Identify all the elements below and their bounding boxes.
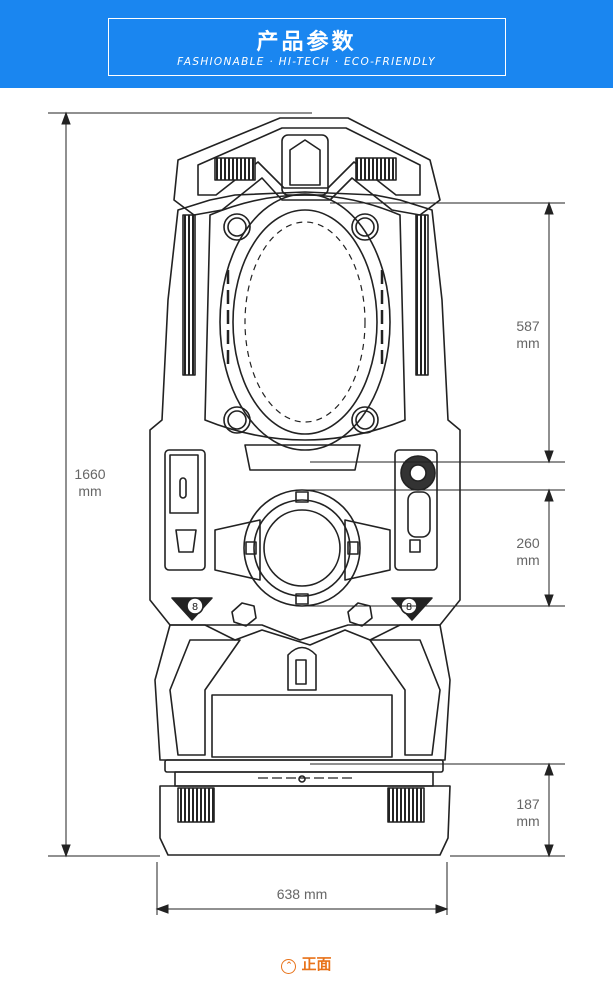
chevron-up-icon: ⌃ bbox=[281, 959, 297, 974]
header-frame bbox=[108, 18, 506, 76]
height-label: 1660 mm bbox=[68, 466, 112, 500]
page-subtitle: FASHIONABLE · HI-TECH · ECO-FRIENDLY bbox=[177, 56, 436, 68]
screen-frame bbox=[204, 194, 406, 441]
head-inner bbox=[197, 127, 421, 196]
machine-head bbox=[173, 117, 441, 216]
right-wing bbox=[344, 519, 391, 581]
middle-label: 260 mm bbox=[506, 535, 550, 569]
page-title: 产品参数 bbox=[256, 30, 357, 55]
upper-value: 587 bbox=[516, 318, 540, 334]
left-rail bbox=[182, 214, 196, 376]
machine-body bbox=[149, 191, 461, 641]
nozzle bbox=[287, 646, 317, 691]
center-wheel-outer bbox=[243, 489, 361, 607]
right-dryer-bay bbox=[394, 449, 438, 571]
view-caption: ⌃ 正面 bbox=[0, 953, 613, 974]
upper-unit: mm bbox=[516, 335, 540, 351]
screen-bolt bbox=[351, 406, 379, 434]
screen-display bbox=[232, 209, 378, 435]
base-label: 187 mm bbox=[506, 796, 550, 830]
front-panel bbox=[211, 694, 393, 758]
center-wheel-inner bbox=[263, 509, 341, 587]
left-foot bbox=[177, 787, 215, 823]
base-unit: mm bbox=[516, 813, 540, 829]
left-dispenser bbox=[164, 449, 206, 571]
hex-bolt-left bbox=[231, 602, 257, 627]
head-center-block bbox=[281, 134, 329, 196]
base-value: 187 bbox=[516, 796, 540, 812]
screen-bolt bbox=[351, 213, 379, 241]
upper-label: 587 mm bbox=[506, 318, 550, 352]
left-panel-label: 8 bbox=[192, 602, 198, 613]
left-vent bbox=[214, 157, 256, 181]
height-unit: mm bbox=[78, 483, 102, 499]
middle-value: 260 bbox=[516, 535, 540, 551]
base-block bbox=[159, 785, 451, 856]
left-wing bbox=[214, 519, 261, 581]
middle-unit: mm bbox=[516, 552, 540, 568]
right-panel-label: 8 bbox=[406, 602, 412, 613]
right-vent bbox=[355, 157, 397, 181]
base-rail bbox=[164, 759, 444, 773]
caption-text: 正面 bbox=[301, 955, 332, 973]
base-top bbox=[174, 771, 434, 787]
width-label: 638 mm bbox=[250, 886, 354, 903]
screen-bolt bbox=[223, 406, 251, 434]
height-value: 1660 bbox=[74, 466, 106, 482]
hex-bolt-right bbox=[347, 602, 373, 627]
right-foot bbox=[387, 787, 425, 823]
screen-outer-ring bbox=[219, 193, 391, 451]
header-banner bbox=[0, 0, 613, 88]
screen-bolt bbox=[223, 213, 251, 241]
chin-plate bbox=[244, 444, 361, 471]
dryer-handle bbox=[407, 491, 431, 538]
left-panel-badge bbox=[186, 597, 204, 615]
right-rail bbox=[415, 214, 429, 376]
